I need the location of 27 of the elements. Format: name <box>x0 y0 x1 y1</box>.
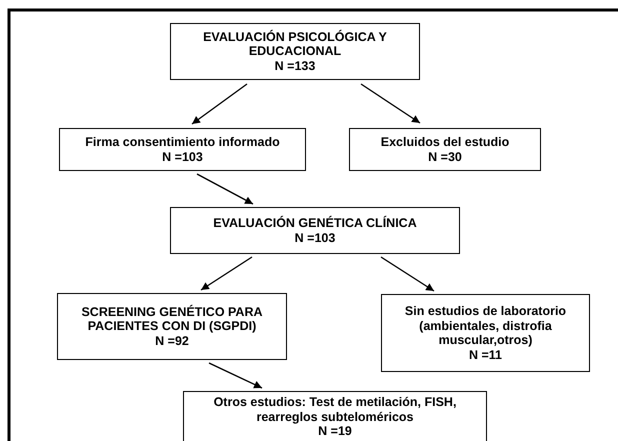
arrow <box>196 173 254 205</box>
arrow <box>192 83 248 125</box>
box-heading: EVALUACIÓN PSICOLÓGICA Y EDUCACIONAL <box>202 30 388 59</box>
count-text: N =30 <box>428 150 462 164</box>
box-heading: EVALUACIÓN GENÉTICA CLÍNICA <box>213 216 417 230</box>
count-text: N =11 <box>468 348 502 362</box>
process-box <box>349 128 541 171</box>
process-box <box>170 23 420 80</box>
process-box <box>183 391 487 441</box>
process-box <box>381 294 590 372</box>
count-text: N =19 <box>318 424 352 439</box>
box-heading: Otros estudios: Test de metilación, FISH, rearreglos subteloméricos <box>212 395 458 424</box>
count-text: N =92 <box>155 334 189 348</box>
box-heading: Excluidos del estudio <box>380 135 510 150</box>
count-text: N =103 <box>294 230 336 245</box>
arrow <box>208 362 262 389</box>
count-text: N =133 <box>274 58 316 74</box>
process-box <box>57 293 287 360</box>
count-text: N =103 <box>162 150 203 164</box>
process-box <box>170 207 460 254</box>
process-box <box>59 128 306 171</box>
box-heading: Sin estudios de laboratorio (ambientales, distrofia muscular,otros) <box>404 304 568 348</box>
box-heading: SCREENING GENÉTICO PARA PACIENTES CON DI (SGPDI) <box>80 304 264 334</box>
arrow <box>360 83 420 124</box>
arrow <box>200 256 252 291</box>
arrow <box>380 256 434 292</box>
box-heading: Firma consentimiento informado <box>85 135 280 150</box>
